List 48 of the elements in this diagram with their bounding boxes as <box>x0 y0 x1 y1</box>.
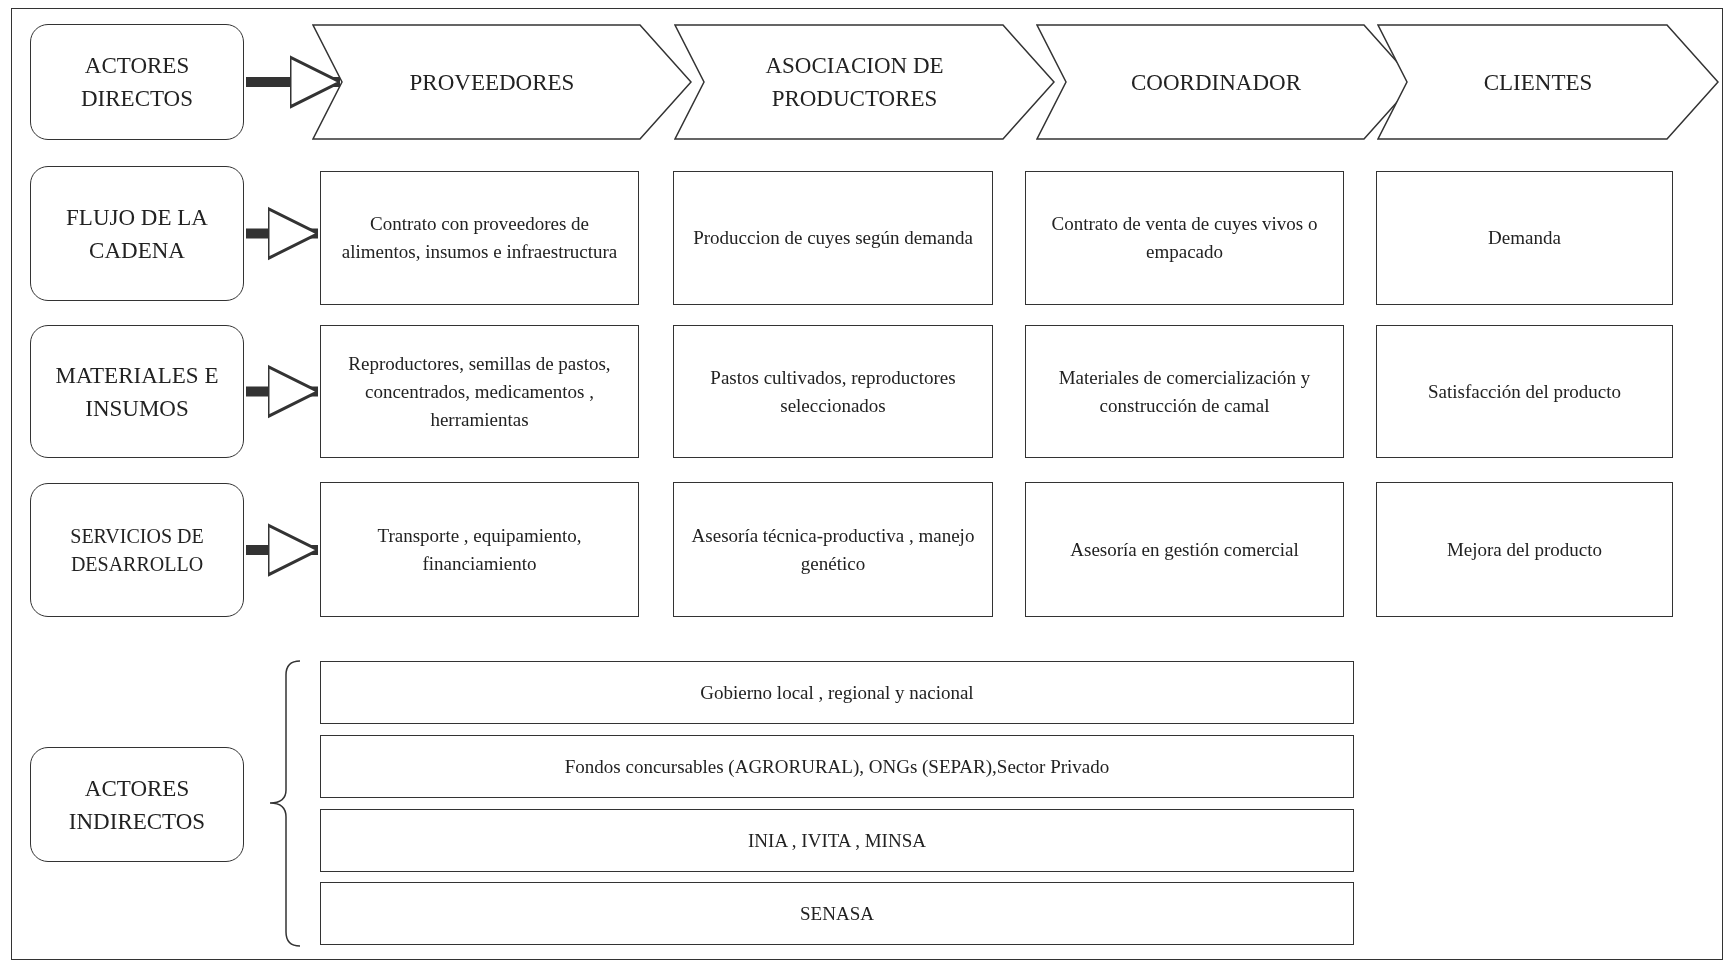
content-box <box>320 809 1354 872</box>
content-box <box>673 482 993 617</box>
row-header-box <box>30 747 244 862</box>
stage-title: CLIENTES <box>1483 68 1593 97</box>
content-box <box>320 735 1354 798</box>
row-header-box <box>30 483 244 617</box>
stage-title: ASOCIACION DE PRODUCTORES <box>764 52 945 113</box>
row-header-text: SERVICIOS DE DESARROLLO <box>69 524 205 577</box>
box-text: Produccion de cuyes según demanda <box>693 226 973 250</box>
content-box <box>673 171 993 305</box>
stage-title: PROVEEDORES <box>409 68 575 97</box>
row-header-box <box>30 24 244 140</box>
box-text: SENASA <box>800 901 874 926</box>
row-header-text: ACTORES DIRECTOS <box>79 52 194 113</box>
content-box <box>1376 482 1673 617</box>
content-box <box>320 171 639 305</box>
box-text: Gobierno local , regional y nacional <box>700 680 974 705</box>
row-header-text: FLUJO DE LA CADENA <box>65 203 209 265</box>
box-text: Fondos concursables (AGRORURAL), ONGs (SEPAR),Sector Privado <box>564 754 1110 779</box>
box-text: Contrato de venta de cuyes vivos o empacado <box>1050 212 1319 264</box>
box-text: Asesoría técnica-productiva , manejo genético <box>690 523 976 576</box>
box-text: Pastos cultivados, reproductores seleccionados <box>709 365 957 418</box>
box-text: Satisfacción del producto <box>1427 379 1622 404</box>
content-box <box>1025 171 1344 305</box>
row-header-box <box>30 166 244 301</box>
box-text: Demanda <box>1488 226 1561 250</box>
content-box <box>1025 325 1344 458</box>
content-box <box>673 325 993 458</box>
block-arrow <box>246 207 320 260</box>
row-header-box <box>30 325 244 458</box>
box-text: Contrato con proveedores de alimentos, insumos e infraestructura <box>340 212 619 264</box>
box-text: Materiales de comercialización y construcción de camal <box>1057 365 1312 418</box>
content-box <box>320 482 639 617</box>
content-box <box>320 661 1354 724</box>
content-box <box>1376 171 1673 305</box>
box-text: INIA , IVITA , MINSA <box>748 828 926 853</box>
box-text: Transporte , equipamiento, financiamiento <box>376 523 583 576</box>
row-header-text: MATERIALES E INSUMOS <box>54 361 220 423</box>
row-header-text: ACTORES INDIRECTOS <box>67 774 207 836</box>
content-box <box>320 882 1354 945</box>
box-text: Reproductores, semillas de pastos, concentrados, medicamentos , herramientas <box>347 351 612 432</box>
content-box <box>1025 482 1344 617</box>
box-text: Asesoría en gestión comercial <box>1070 537 1299 562</box>
content-box <box>1376 325 1673 458</box>
block-arrow <box>246 365 320 418</box>
content-box <box>320 325 639 458</box>
box-text: Mejora del producto <box>1446 537 1603 562</box>
block-arrow <box>246 523 320 577</box>
